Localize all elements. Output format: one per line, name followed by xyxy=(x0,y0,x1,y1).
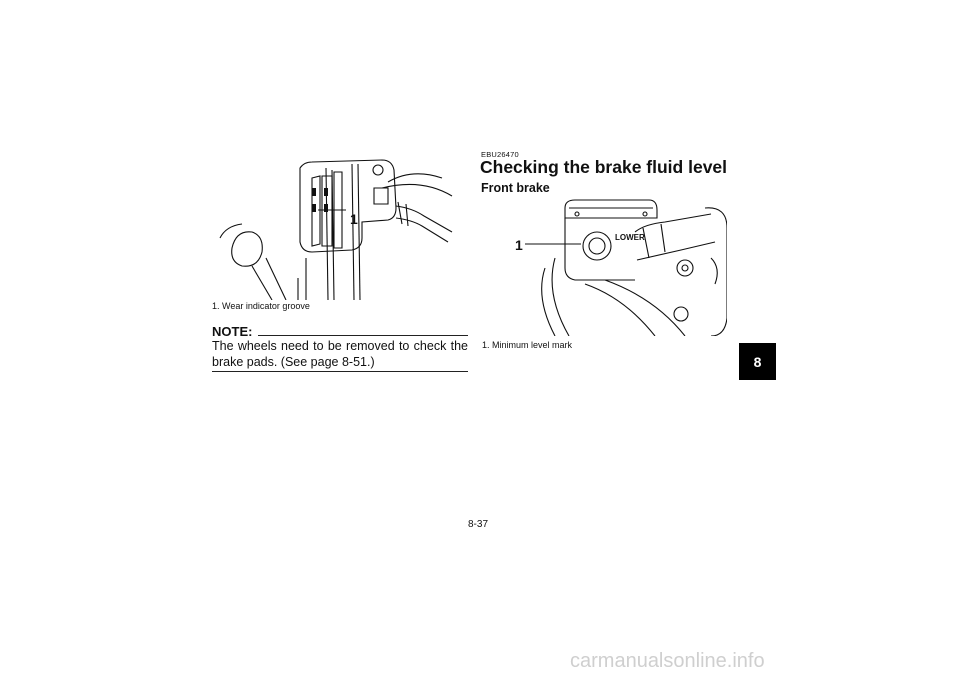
figure-lower-label: LOWER xyxy=(615,233,645,242)
section-title: Checking the brake fluid level xyxy=(480,157,728,177)
section-subtitle: Front brake xyxy=(481,181,550,195)
figure-caption: 1. Minimum level mark xyxy=(482,340,573,350)
figure-caption: 1. Wear indicator groove xyxy=(212,301,310,311)
chapter-tab: 8 xyxy=(739,343,776,380)
brake-reservoir-illustration: LOWER 1 xyxy=(515,199,727,336)
note-text: The wheels need to be removed to check t… xyxy=(212,339,468,369)
note-divider-bottom xyxy=(212,371,468,372)
watermark: carmanualsonline.info xyxy=(570,650,765,672)
note-label: NOTE: xyxy=(212,324,253,339)
page-number: 8-37 xyxy=(468,519,489,530)
callout-number: 1 xyxy=(350,211,358,227)
callout-number: 1 xyxy=(515,237,523,253)
note-divider-top xyxy=(258,335,468,336)
section-code: EBU26470 xyxy=(481,150,519,159)
brake-pad-illustration: 1 xyxy=(219,159,453,300)
